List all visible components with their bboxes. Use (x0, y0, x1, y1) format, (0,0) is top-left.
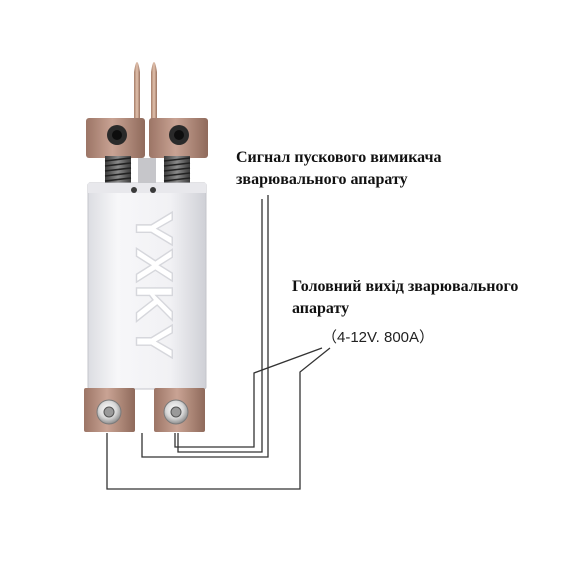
callout-wires (106, 195, 331, 490)
main-output-wire-left (106, 347, 331, 490)
trigger-signal-label: Сигнал пускового вимикача зварювального … (236, 147, 442, 191)
trigger-signal-line1: Сигнал пускового вимикача (236, 149, 442, 166)
main-output-wire-right (174, 347, 323, 448)
housing-screw-icon (131, 187, 137, 193)
springs (104, 156, 191, 186)
right-pin (151, 62, 157, 120)
main-output-line2: апарату (292, 300, 350, 317)
housing-screw-icon (150, 187, 156, 193)
top-copper-blocks (86, 118, 208, 158)
pen-housing: YXKY (87, 182, 207, 390)
brand-logo: YXKY (124, 211, 182, 361)
output-spec-label: （4-12V. 800A） (322, 329, 435, 346)
main-output-label: Головний вихід зварювального апарату (292, 276, 518, 320)
left-pin (134, 62, 140, 120)
main-output-line1: Головний вихід зварювального (292, 278, 519, 295)
trigger-signal-line2: зварювального апарату (236, 171, 408, 188)
trigger-signal-wire-inner (177, 199, 263, 453)
electrode-pins (134, 62, 157, 120)
trigger-signal-wire (141, 195, 269, 458)
bottom-terminals (84, 388, 205, 432)
